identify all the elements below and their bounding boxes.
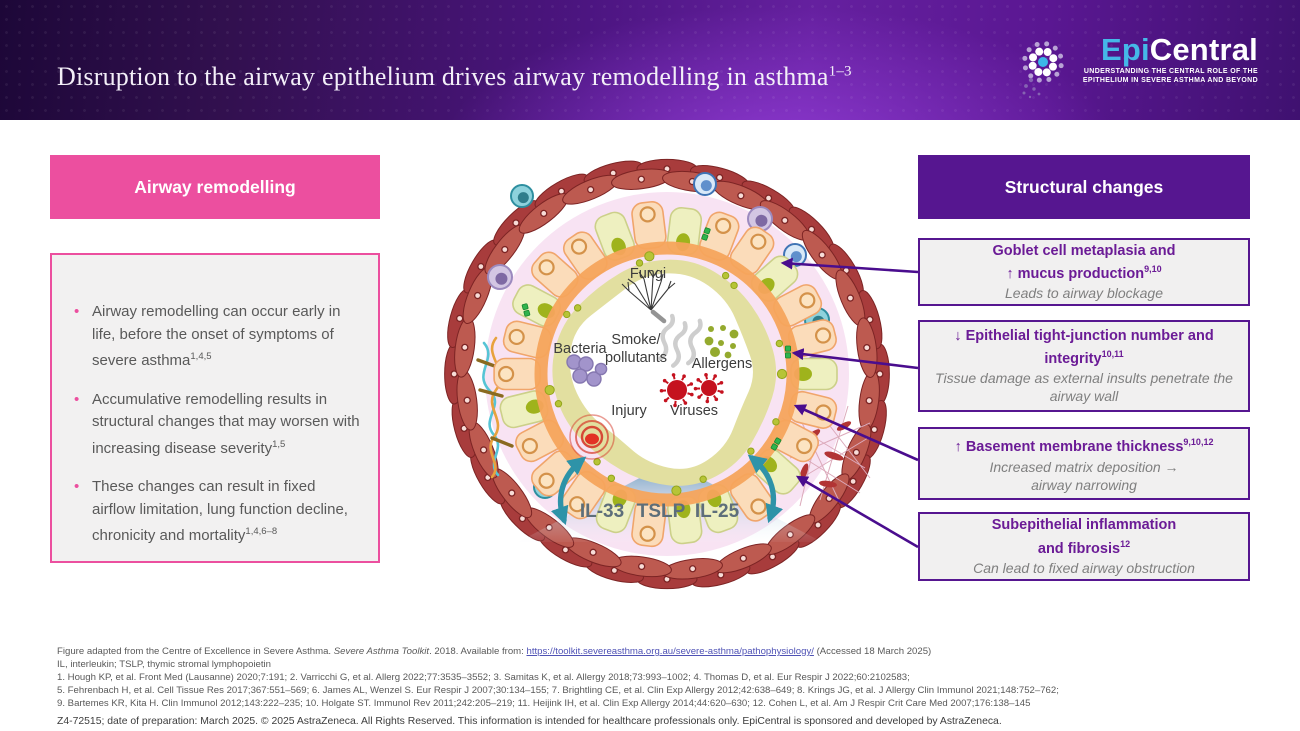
label-viruses: Viruses bbox=[670, 403, 718, 419]
logo-tagline: UNDERSTANDING THE CENTRAL ROLE OF THE EP… bbox=[1083, 68, 1258, 85]
label-allergens: Allergens bbox=[692, 356, 752, 372]
smoke-icon bbox=[658, 313, 703, 368]
footer-references-1: 1. Hough KP, et al. Front Med (Lausanne)… bbox=[57, 672, 910, 683]
mucus-and-lumen bbox=[521, 227, 800, 507]
footer-veeva-line: Z4-72515; date of preparation: March 202… bbox=[57, 716, 1002, 727]
viruses-icon bbox=[659, 373, 724, 408]
footer-source-line: Figure adapted from the Centre of Excell… bbox=[57, 645, 1257, 658]
callout-subtitle: Tissue damage as external insults penetr… bbox=[935, 370, 1233, 405]
footer-references-3: 9. Bartemes KR, Kita H. Clin Immunol 201… bbox=[57, 698, 1031, 709]
footer-references: Figure adapted from the Centre of Excell… bbox=[57, 645, 1257, 728]
bullet-item: •Airway remodelling can occur early in l… bbox=[74, 303, 341, 369]
callout-subtitle: Can lead to fixed airway obstruction bbox=[973, 559, 1195, 576]
bullet-marker: • bbox=[74, 478, 80, 495]
label-tslp: TSLP bbox=[637, 501, 686, 522]
bullet-marker: • bbox=[74, 303, 80, 320]
bacteria-icon bbox=[566, 354, 608, 387]
page-title: Disruption to the airway epithelium driv… bbox=[57, 62, 852, 92]
footer-source-mid: . 2018. Available from: bbox=[429, 646, 527, 657]
logo-tagline-line1: UNDERSTANDING THE CENTRAL ROLE OF THE bbox=[1083, 68, 1258, 75]
label-il25: IL-25 bbox=[695, 501, 740, 522]
bullet-item: •These changes can result in fixed airfl… bbox=[74, 478, 348, 544]
epicentral-logo-text: EpiCentral UNDERSTANDING THE CENTRAL ROL… bbox=[1083, 34, 1258, 85]
epicentral-wordmark: EpiCentral bbox=[1083, 34, 1258, 66]
callout-tight-junction: ↓ Epithelial tight-junction number and i… bbox=[918, 320, 1250, 412]
airway-remodelling-header: Airway remodelling bbox=[50, 155, 380, 219]
tight-junction-icon bbox=[770, 437, 782, 451]
callout-title: ↓ Epithelial tight-junction number and i… bbox=[954, 327, 1214, 367]
callout-subtitle: Increased matrix deposition → airway nar… bbox=[989, 458, 1179, 493]
tight-junction-icon bbox=[701, 227, 711, 241]
label-bacteria: Bacteria bbox=[553, 341, 607, 357]
airway-remodelling-panel: •Airway remodelling can occur early in l… bbox=[50, 253, 380, 563]
tight-junction-icon bbox=[521, 303, 531, 317]
injury-icon bbox=[569, 414, 615, 460]
footer-source-link[interactable]: https://toolkit.severeasthma.org.au/seve… bbox=[526, 646, 814, 657]
callout-title: Goblet cell metaplasia and ↑ mucus produ… bbox=[992, 242, 1176, 282]
logo-tagline-line2: EPITHELIUM IN SEVERE ASTHMA AND BEYOND bbox=[1082, 76, 1258, 84]
callout-goblet-cell-metaplasia: Goblet cell metaplasia and ↑ mucus produ… bbox=[918, 238, 1250, 306]
airway-cross-section-diagram: Fungi Smoke/ pollutants Bacteria Allerge… bbox=[444, 158, 890, 590]
footer-abbreviations: IL, interleukin; TSLP, thymic stromal ly… bbox=[57, 659, 272, 670]
footer-source-accessed: (Accessed 18 March 2025) bbox=[813, 646, 932, 657]
footer-references-2: 5. Fehrenbach H, et al. Cell Tissue Res … bbox=[57, 685, 1059, 696]
callout-title: ↑ Basement membrane thickness9,10,12 bbox=[954, 437, 1214, 456]
header-banner: Disruption to the airway epithelium driv… bbox=[0, 0, 1300, 120]
callout-basement-membrane: ↑ Basement membrane thickness9,10,12 Inc… bbox=[918, 427, 1250, 500]
callout-subtitle: Leads to airway blockage bbox=[1005, 285, 1163, 302]
logo-central: Central bbox=[1149, 32, 1258, 67]
page-title-text: Disruption to the airway epithelium driv… bbox=[57, 62, 829, 91]
structural-changes-header: Structural changes bbox=[918, 155, 1250, 219]
label-injury: Injury bbox=[611, 403, 647, 419]
alarmin-arrows bbox=[550, 454, 784, 526]
footer-source-italic: Severe Asthma Toolkit bbox=[333, 646, 430, 657]
structural-changes-header-label: Structural changes bbox=[1004, 176, 1164, 197]
bullet-item: •Accumulative remodelling results in str… bbox=[74, 390, 360, 457]
callout-subepithelial-fibrosis: Subepithelial inflammation and fibrosis1… bbox=[918, 512, 1250, 581]
bullet-list: •Airway remodelling can occur early in l… bbox=[52, 255, 378, 548]
epicentral-dots-icon bbox=[1022, 41, 1064, 99]
tight-junction-icon bbox=[784, 345, 791, 359]
bullet-marker: • bbox=[74, 390, 80, 408]
page-title-references: 1–3 bbox=[828, 63, 852, 80]
airway-remodelling-header-label: Airway remodelling bbox=[134, 176, 296, 197]
logo-epi: Epi bbox=[1100, 32, 1150, 67]
callout-title: Subepithelial inflammation and fibrosis1… bbox=[991, 517, 1177, 557]
label-pollutants: pollutants bbox=[605, 350, 667, 366]
allergens-icon bbox=[704, 325, 739, 359]
label-il33: IL-33 bbox=[580, 501, 624, 522]
fungi-icon bbox=[621, 269, 676, 324]
label-smoke: Smoke/ bbox=[611, 332, 661, 348]
epicentral-logo: EpiCentral UNDERSTANDING THE CENTRAL ROL… bbox=[1019, 34, 1258, 100]
label-fungi: Fungi bbox=[630, 266, 666, 282]
footer-source-pre: Figure adapted from the Centre of Excell… bbox=[57, 646, 334, 657]
